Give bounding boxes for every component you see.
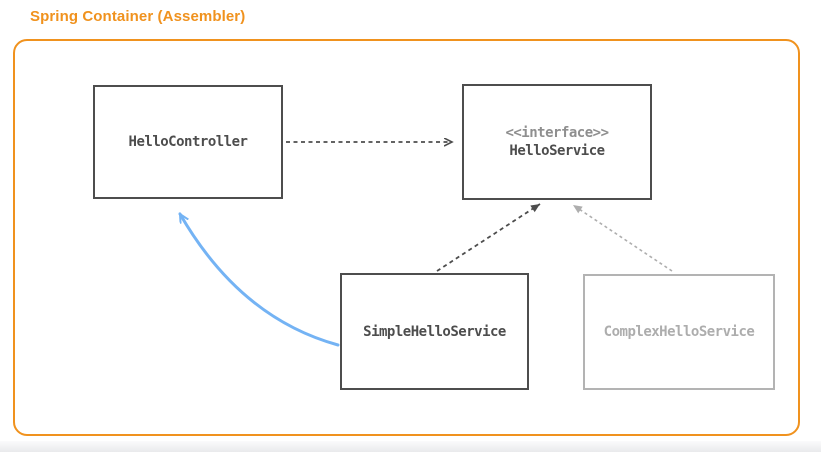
window-bottom-strip: [0, 441, 821, 452]
node-simple-hello-service: SimpleHelloService: [340, 273, 529, 390]
diagram-title: Spring Container (Assembler): [30, 8, 246, 25]
node-complex-hello-service: ComplexHelloService: [583, 274, 775, 390]
node-hello-service: <<interface>> HelloService: [462, 84, 652, 200]
node-complex-hello-service-label: ComplexHelloService: [603, 324, 755, 340]
node-simple-hello-service-label: SimpleHelloService: [363, 323, 506, 340]
node-hello-controller-label: HelloController: [128, 134, 248, 150]
spring-container-frame: [13, 39, 800, 436]
node-hello-service-stereotype: <<interface>>: [505, 125, 609, 141]
node-hello-service-label: HelloService: [509, 143, 605, 159]
node-hello-controller: HelloController: [93, 85, 283, 199]
